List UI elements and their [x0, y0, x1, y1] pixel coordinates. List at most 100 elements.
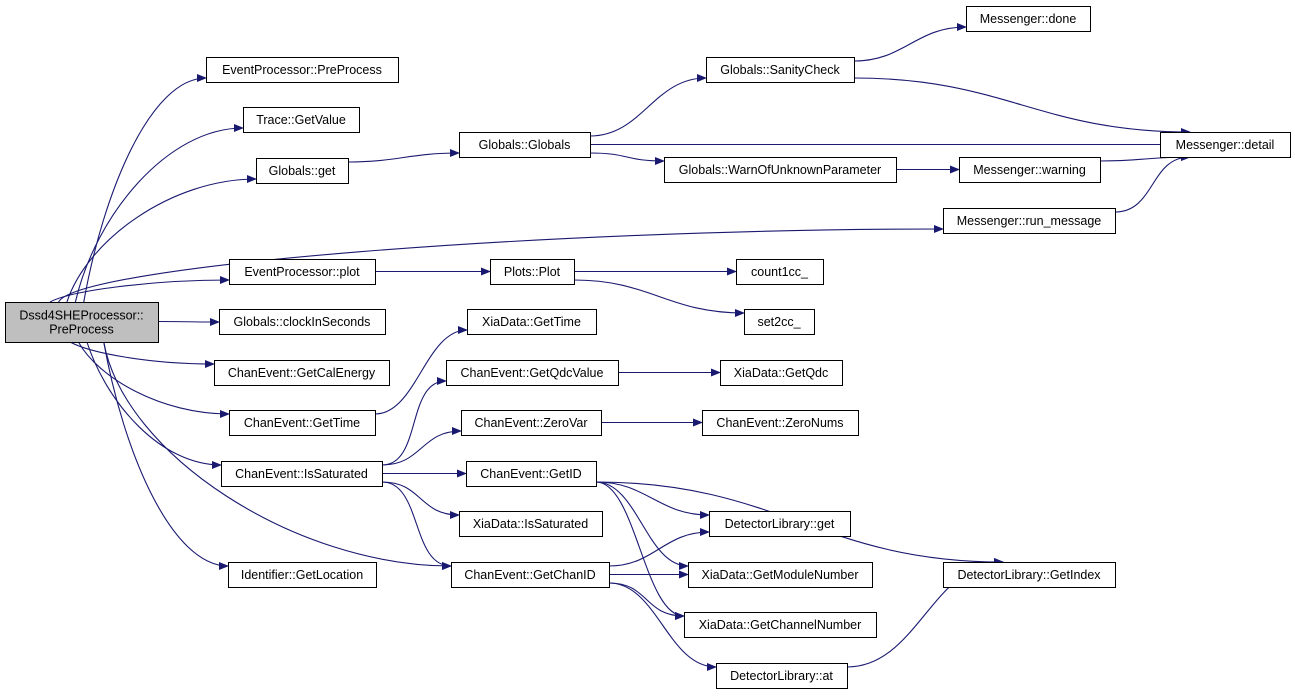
- edge-line: [86, 341, 222, 469]
- node-ep-plot[interactable]: EventProcessor::plot: [229, 259, 376, 285]
- node-label: Plots::Plot: [504, 265, 561, 279]
- node-ce-sat[interactable]: ChanEvent::IsSaturated: [221, 461, 383, 487]
- node-msg-run[interactable]: Messenger::run_message: [943, 208, 1116, 234]
- edge-root-to-ce_time: [77, 341, 230, 418]
- node-ce-cal[interactable]: ChanEvent::GetCalEnergy: [214, 360, 390, 386]
- edge-line: [595, 481, 685, 620]
- node-msg-done[interactable]: Messenger::done: [966, 6, 1091, 32]
- node-box: [736, 259, 824, 285]
- node-xia-qdc[interactable]: XiaData::GetQdc: [720, 360, 843, 386]
- node-box: [744, 309, 815, 335]
- node-ce-znums[interactable]: ChanEvent::ZeroNums: [702, 410, 859, 436]
- node-label: ChanEvent::GetTime: [244, 416, 360, 430]
- node-set2cc[interactable]: set2cc_: [744, 309, 815, 335]
- node-label: Globals::SanityCheck: [720, 63, 840, 77]
- edge-line: [74, 124, 244, 303]
- node-label: Globals::get: [269, 164, 336, 178]
- node-label: XiaData::GetModuleNumber: [701, 568, 858, 582]
- edge-glob_glob-to-glob_sanity: [589, 74, 707, 137]
- node-id-loc[interactable]: Identifier::GetLocation: [228, 562, 377, 588]
- node-glob-warn[interactable]: Globals::WarnOfUnknownParameter: [664, 157, 897, 183]
- edge-glob_sanity-to-msg_done: [853, 23, 967, 62]
- edge-line: [69, 341, 215, 368]
- edge-glob_get-to-glob_glob: [347, 149, 460, 163]
- edge-line: [589, 152, 665, 165]
- node-msg-detail[interactable]: Messenger::detail: [1160, 132, 1291, 158]
- node-label: ChanEvent::ZeroVar: [474, 416, 587, 430]
- node-box: [243, 107, 360, 133]
- node-glob-glob[interactable]: Globals::Globals: [459, 132, 591, 158]
- edge-line: [1114, 153, 1191, 213]
- node-plots-plot[interactable]: Plots::Plot: [490, 259, 575, 285]
- node-box: [228, 562, 377, 588]
- node-label: DetectorLibrary::GetIndex: [957, 568, 1101, 582]
- node-dl-index[interactable]: DetectorLibrary::GetIndex: [943, 562, 1116, 588]
- node-ce-zvar[interactable]: ChanEvent::ZeroVar: [461, 410, 602, 436]
- edge-root-to-msg_run: [58, 225, 944, 303]
- edge-ce_id-to-dl_get: [595, 481, 710, 519]
- node-box: [229, 259, 376, 285]
- node-box: [466, 461, 597, 487]
- node-label: Globals::WarnOfUnknownParameter: [679, 163, 881, 177]
- edge-line: [381, 427, 462, 466]
- node-box: [1160, 132, 1291, 158]
- edge-line: [595, 481, 710, 519]
- node-label: DetectorLibrary::at: [730, 669, 833, 683]
- node-box: [709, 511, 851, 537]
- node-box: [943, 562, 1116, 588]
- node-label: XiaData::GetChannelNumber: [699, 618, 862, 632]
- node-ep-pre[interactable]: EventProcessor::PreProcess: [206, 57, 399, 83]
- edge-ce_sat-to-ce_chid: [381, 481, 452, 570]
- node-label: Messenger::done: [980, 12, 1077, 26]
- node-dl-get[interactable]: DetectorLibrary::get: [709, 511, 851, 537]
- node-ce-chid[interactable]: ChanEvent::GetChanID: [451, 562, 610, 588]
- node-count1cc[interactable]: count1cc_: [736, 259, 824, 285]
- node-ce-id[interactable]: ChanEvent::GetID: [466, 461, 597, 487]
- node-xia-time[interactable]: XiaData::GetTime: [467, 309, 597, 335]
- edge-line: [608, 528, 710, 567]
- edge-line: [608, 582, 717, 671]
- node-box: [256, 158, 349, 184]
- edge-glob_sanity-to-msg_detail: [853, 77, 1191, 136]
- edge-ce_sat-to-ce_qdc: [381, 377, 447, 466]
- edge-ce_id-to-xia_mod: [595, 481, 689, 570]
- edge-line: [58, 225, 944, 303]
- node-xia-mod[interactable]: XiaData::GetModuleNumber: [688, 562, 873, 588]
- node-xia-chan[interactable]: XiaData::GetChannelNumber: [684, 612, 877, 638]
- node-label: Globals::clockInSeconds: [234, 315, 371, 329]
- edge-msg_run-to-msg_detail: [1114, 153, 1191, 213]
- node-label: EventProcessor::PreProcess: [222, 63, 382, 77]
- node-glob-sanity[interactable]: Globals::SanityCheck: [706, 57, 855, 83]
- node-label: ChanEvent::GetID: [480, 467, 581, 481]
- node-label: Globals::Globals: [479, 138, 571, 152]
- edge-ce_chid-to-xia_chan: [608, 582, 685, 620]
- edge-line: [381, 481, 460, 519]
- node-dl-at[interactable]: DetectorLibrary::at: [716, 663, 848, 689]
- node-root[interactable]: Dssd4SHEProcessor::PreProcess: [5, 302, 159, 343]
- node-box: [229, 410, 376, 436]
- node-label: ChanEvent::GetCalEnergy: [228, 366, 376, 380]
- node-ce-qdc[interactable]: ChanEvent::GetQdcValue: [446, 360, 619, 386]
- node-label: XiaData::GetTime: [482, 315, 581, 329]
- node-box: [221, 461, 383, 487]
- edge-root-to-glob_get: [66, 175, 257, 303]
- edge-line: [49, 276, 230, 303]
- node-trace-gv[interactable]: Trace::GetValue: [243, 107, 360, 133]
- edge-line: [853, 23, 967, 62]
- node-msg-warning[interactable]: Messenger::warning: [959, 157, 1101, 183]
- edge-line: [347, 149, 460, 163]
- edge-line: [374, 326, 468, 415]
- edge-root-to-ep_plot: [49, 276, 230, 303]
- node-glob-clock[interactable]: Globals::clockInSeconds: [219, 309, 386, 335]
- node-box: [459, 511, 603, 537]
- node-glob-get[interactable]: Globals::get: [256, 158, 349, 184]
- node-ce-time[interactable]: ChanEvent::GetTime: [229, 410, 376, 436]
- node-box: [459, 132, 591, 158]
- node-label: set2cc_: [757, 315, 801, 329]
- edge-line: [103, 341, 452, 570]
- node-label: count1cc_: [751, 265, 809, 279]
- node-label: ChanEvent::GetQdcValue: [461, 366, 604, 380]
- edge-root-to-ce_sat: [86, 341, 222, 469]
- node-xia-sat[interactable]: XiaData::IsSaturated: [459, 511, 603, 537]
- node-box: [664, 157, 897, 183]
